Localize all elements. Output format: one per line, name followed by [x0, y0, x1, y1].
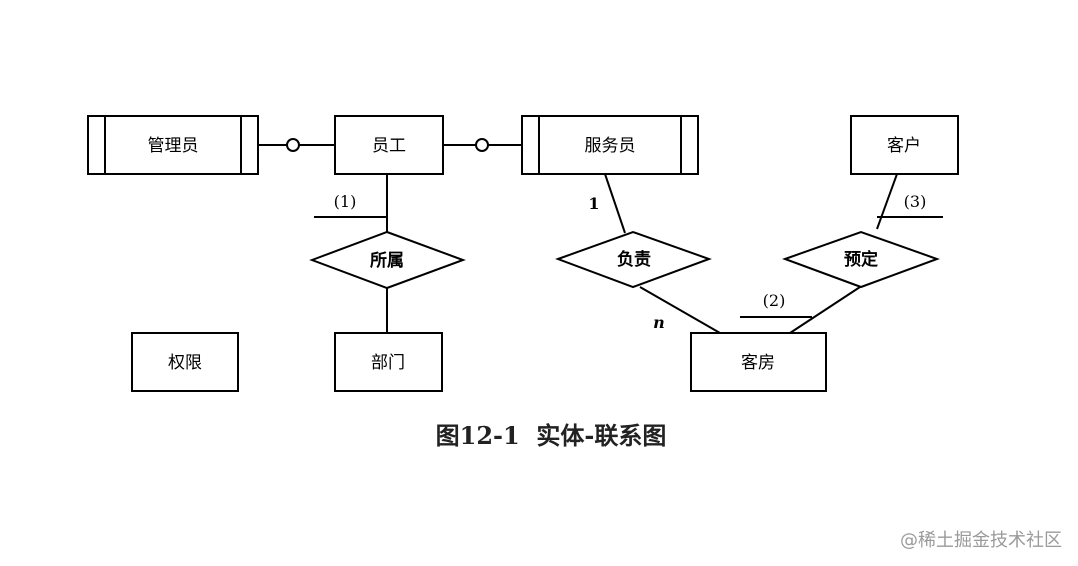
subtype-circle-attendant [475, 138, 489, 152]
figure-caption: 图12-1 实体-联系图 [436, 421, 667, 450]
entity-permission: 权限 [131, 332, 239, 392]
entity-permission-label: 权限 [168, 353, 202, 373]
line-customer-reserve [876, 173, 898, 230]
cardinality-n-label: n [653, 313, 665, 332]
entity-manager: 管理员 [87, 115, 259, 175]
subtype-circle-manager [286, 138, 300, 152]
entity-employee: 员工 [334, 115, 444, 175]
blank-1-label: (1) [334, 192, 357, 211]
entity-employee-label: 员工 [372, 136, 406, 156]
blank-2-label: (2) [763, 291, 786, 310]
entity-department: 部门 [334, 332, 443, 392]
line-reserve-guestroom [789, 286, 861, 334]
relationship-reserve: 预定 [782, 230, 940, 289]
watermark-text: @稀土掘金技术社区 [900, 530, 1062, 551]
entity-manager-label: 管理员 [148, 136, 199, 156]
entity-guestroom-label: 客房 [741, 353, 775, 373]
relationship-responsible: 负责 [555, 230, 712, 289]
entity-attendant-label: 服务员 [585, 136, 636, 156]
relationship-belongs: 所属 [309, 230, 466, 290]
entity-customer-label: 客户 [887, 136, 921, 156]
relationship-responsible-label: 负责 [617, 249, 651, 270]
line-responsible-guestroom [639, 286, 721, 334]
relationship-belongs-label: 所属 [370, 251, 404, 271]
entity-guestroom: 客房 [690, 332, 827, 392]
blank-3-label: (3) [904, 192, 927, 211]
entity-customer: 客户 [850, 115, 959, 175]
connector-lines [258, 138, 943, 334]
cardinality-one-label: 1 [588, 194, 599, 213]
entity-department-label: 部门 [371, 353, 405, 373]
line-attendant-responsible [604, 173, 626, 234]
entity-attendant: 服务员 [521, 115, 699, 175]
relationship-reserve-label: 预定 [844, 249, 878, 270]
